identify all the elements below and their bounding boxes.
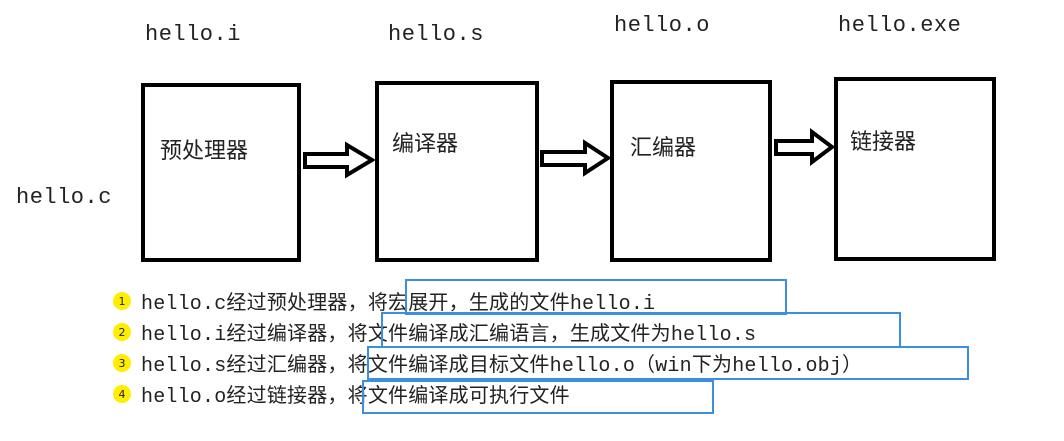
executable-file-label: hello.exe (838, 13, 962, 38)
step-number-badge: 2 (113, 323, 131, 341)
step-number-badge: 1 (113, 292, 131, 310)
compiler-box (375, 81, 539, 262)
preprocessor-box (141, 83, 301, 262)
compiler-label: 编译器 (392, 132, 459, 157)
step-number-badge: 4 (113, 385, 131, 403)
arrow-assembler-to-linker (774, 128, 836, 166)
arrow-compiler-to-assembler (540, 139, 612, 177)
step-1: 1 hello.c经过预处理器，将宏展开，生成的文件hello.i (113, 286, 655, 316)
highlight-frame-3 (367, 346, 969, 380)
assembler-label: 汇编器 (630, 136, 697, 161)
step-text: hello.o经过链接器，将文件编译成可执行文件 (141, 386, 570, 409)
linker-box (834, 77, 996, 261)
preprocessed-file-label: hello.i (145, 22, 241, 47)
highlight-frame-4 (362, 380, 714, 414)
highlight-frame-1 (405, 279, 787, 315)
step-2: 2 hello.i经过编译器，将文件编译成汇编语言，生成文件为hello.s (113, 317, 756, 347)
step-text: hello.c经过预处理器，将宏展开，生成的文件hello.i (141, 293, 656, 316)
object-file-label: hello.o (614, 13, 710, 38)
step-3: 3 hello.s经过汇编器，将文件编译成目标文件hello.o（win下为he… (113, 348, 862, 378)
step-number-badge: 3 (113, 354, 131, 372)
preprocessor-label: 预处理器 (160, 139, 249, 164)
linker-label: 链接器 (850, 130, 917, 155)
highlight-frame-2 (381, 312, 901, 348)
assembler-box (610, 80, 772, 262)
step-text: hello.s经过汇编器，将文件编译成目标文件hello.o（win下为hell… (141, 355, 863, 378)
input-file-label: hello.c (16, 185, 112, 210)
step-4: 4 hello.o经过链接器，将文件编译成可执行文件 (113, 379, 570, 409)
assembly-file-label: hello.s (388, 22, 484, 47)
arrow-preprocessor-to-compiler (303, 141, 376, 179)
step-text: hello.i经过编译器，将文件编译成汇编语言，生成文件为hello.s (141, 324, 757, 347)
